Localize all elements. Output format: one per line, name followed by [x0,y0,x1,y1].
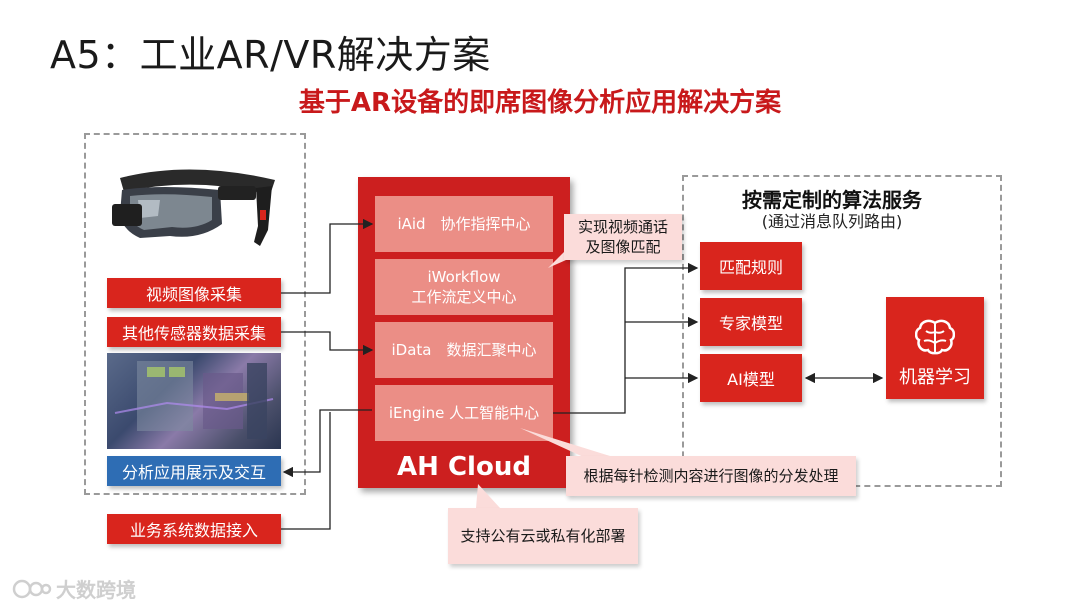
service-matching-rules: 匹配规则 [700,242,802,290]
module-iworkflow: iWorkflow 工作流定义中心 [375,259,553,315]
machine-learning-block: 机器学习 [886,297,984,399]
module-idata-label: iData 数据汇聚中心 [391,341,537,359]
dispatch-callout: 根据每针检测内容进行图像的分发处理 [566,456,856,496]
watermark-logo-icon [12,579,52,598]
watermark-text: 大数跨境 [56,578,136,602]
brain-icon [915,319,955,355]
module-iworkflow-sublabel: 工作流定义中心 [411,288,517,306]
module-iaid-label: iAid 协作指挥中心 [397,215,531,233]
services-subtitle: (通过消息队列路由) [761,212,903,231]
deploy-callout: 支持公有云或私有化部署 [448,508,638,564]
service-ai-model: AI模型 [700,354,802,402]
video-call-callout: 实现视频通话 及图像匹配 [564,214,682,260]
video-capture-label: 视频图像采集 [107,278,281,308]
ah-cloud-label: AH Cloud [397,452,531,482]
watermark: 大数跨境 [12,574,136,603]
analysis-display-label: 分析应用展示及交互 [107,456,281,486]
video-call-callout-line1: 实现视频通话 [577,218,668,236]
sensor-capture-label: 其他传感器数据采集 [107,317,281,347]
ar-glasses-icon [112,169,275,246]
industrial-panel-photo [107,353,281,449]
module-iengine: iEngine 人工智能中心 [375,385,553,441]
machine-learning-label: 机器学习 [899,367,971,388]
left-device-panel [84,133,306,495]
page-title: A5：工业AR/VR解决方案 [50,33,491,77]
module-iengine-label: iEngine 人工智能中心 [388,404,540,422]
diagram-subtitle: 基于AR设备的即席图像分析应用解决方案 [298,88,782,118]
module-iaid: iAid 协作指挥中心 [375,196,553,252]
module-iworkflow-label: iWorkflow [427,268,501,286]
service-expert-model: 专家模型 [700,298,802,346]
services-title: 按需定制的算法服务 [742,188,922,212]
business-data-label: 业务系统数据接入 [107,514,281,544]
video-call-callout-line2: 及图像匹配 [585,238,661,256]
module-idata: iData 数据汇聚中心 [375,322,553,378]
